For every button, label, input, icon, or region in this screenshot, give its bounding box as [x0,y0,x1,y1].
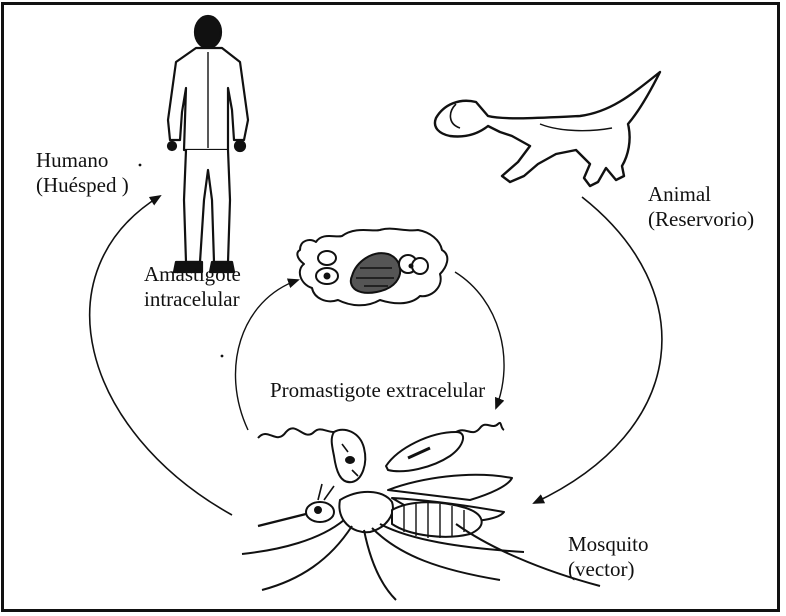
speck-mark [139,164,142,167]
amastigote-label-line2: intracelular [144,287,241,312]
mosquito-label: Mosquito (vector) [568,532,649,582]
human-figure-icon [168,16,248,272]
arrow-mosquito-to-human [90,196,232,515]
animal-label-line2: (Reservorio) [648,207,754,232]
mosquito-label-line1: Mosquito [568,532,649,557]
arrow-promastigote-to-amastigote [235,280,298,430]
human-label: Humano (Huésped ) [36,148,129,198]
promastigote-label-line1: Promastigote extracelular [270,378,485,403]
amastigote-label: Amastigote intracelular [144,262,241,312]
dog-figure-icon [435,72,660,186]
animal-label: Animal (Reservorio) [648,182,754,232]
promastigote-parasites-icon [258,423,504,482]
human-label-line1: Humano [36,148,129,173]
arrow-animal-to-mosquito [534,197,662,503]
speck-mark [221,355,224,358]
infected-cell-icon [297,229,447,306]
mosquito-label-line2: (vector) [568,557,649,582]
amastigote-label-line1: Amastigote [144,262,241,287]
animal-label-line1: Animal [648,182,754,207]
promastigote-label: Promastigote extracelular [270,378,485,403]
human-label-line2: (Huésped ) [36,173,129,198]
mosquito-figure-icon [242,475,600,600]
